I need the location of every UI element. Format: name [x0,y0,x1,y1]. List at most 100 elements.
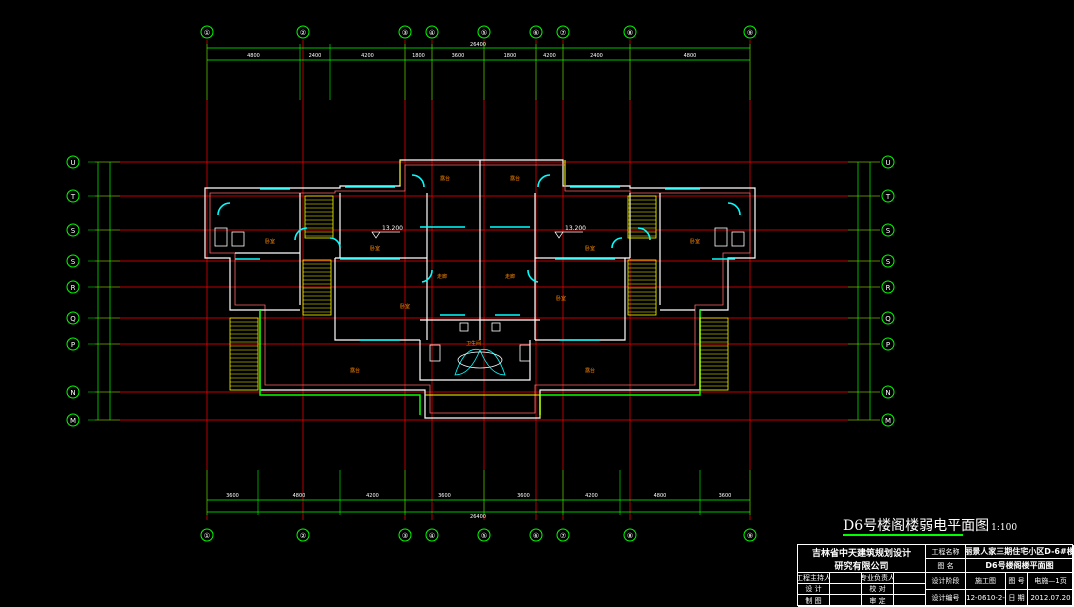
tb-r1-c2 [830,573,862,584]
doors-windows [217,174,741,341]
axis-bubble-label: ⑨ [747,532,753,540]
date-value: 2012.07.20 [1028,590,1074,607]
axis-bubble [881,385,895,399]
sheet-value: 电施—1页 [1028,573,1074,590]
sheet-label: 图 号 [1006,573,1028,590]
axis-bubble [529,528,543,542]
dim-total: 26400 [470,514,486,520]
dim-value: 4200 [585,493,598,499]
axis-bubble-label: ③ [402,29,408,37]
axis-bubble-label: ⑧ [627,532,633,540]
level-value: 13.200 [565,225,586,232]
axis-bubble-label: ④ [429,532,435,540]
dim-value: 3600 [226,493,239,499]
stair-block [627,195,657,239]
axis-bubble-label: Q [885,315,891,323]
drawing-scale: 1:100 [991,523,1018,533]
axis-bubble [743,528,757,542]
drawing-name: D6号楼阁楼平面图 [966,559,1074,573]
axis-bubble-label: R [71,284,76,292]
axis-bubble-label: N [70,389,75,397]
axis-bubble [66,385,80,399]
level-symbol [554,231,583,239]
tb-r2-c2 [830,584,862,595]
axis-bubble-label: U [885,159,890,167]
axis-bubble [556,528,570,542]
dim-value: 3600 [517,493,530,499]
axis-bubble [881,223,895,237]
axis-bubble [66,311,80,325]
axis-bubble-label: ⑧ [627,29,633,37]
level-symbol [371,231,400,239]
axis-bubble-label: ② [300,29,306,37]
tb-r2-c3: 校 对 [862,584,894,595]
axis-bubble [881,280,895,294]
axis-bubble-label: U [70,159,75,167]
dim-value: 2400 [309,53,322,59]
svg-text:走廊: 走廊 [437,273,447,280]
axis-bubble [556,25,570,39]
tb-r2-c4 [894,584,926,595]
svg-text:露台: 露台 [585,367,595,374]
axis-bubble-label: P [886,341,890,349]
svg-text:卧室: 卧室 [585,245,595,252]
dim-value: 4800 [654,493,667,499]
company-line-1: 吉林省中天建筑规划设计 [811,548,911,559]
axis-bubble [881,155,895,169]
dim-value: 4800 [293,493,306,499]
axis-bubble [881,337,895,351]
axis-bubble-label: T [70,193,76,201]
axis-bubble [66,337,80,351]
drawing-label: 图 名 [926,559,966,573]
tb-r3-c2 [830,595,862,607]
project-label: 工程名称 [926,545,966,559]
axis-bubble [296,528,310,542]
number-value: 2012-0610-2-06 [966,590,1006,607]
tb-r1-c1: 工程主持人 [798,573,830,584]
axis-bubble-label: ⑤ [481,532,487,540]
bathroom-fixtures [214,227,745,376]
title-block: 吉林省中天建筑规划设计 研究有限公司 工程名称 丽景人家三期住宅小区D-6#楼 … [797,544,1074,607]
axis-bubble [881,254,895,268]
stair-block [304,195,334,239]
axis-bubble [529,25,543,39]
dim-value: 4800 [684,53,697,59]
axis-bubble-label: ⑦ [560,532,566,540]
company-name: 吉林省中天建筑规划设计 研究有限公司 [798,545,926,573]
axis-bubble-label: ③ [402,532,408,540]
svg-text:卧室: 卧室 [265,238,275,245]
axis-bubble [623,528,637,542]
axis-bubble-label: Q [70,315,76,323]
svg-text:卧室: 卧室 [370,245,380,252]
axis-bubble [398,528,412,542]
svg-text:走廊: 走廊 [505,273,515,280]
dim-total: 26400 [470,42,486,48]
dim-value: 4200 [361,53,374,59]
svg-text:卧室: 卧室 [556,295,566,302]
axis-bubble [425,528,439,542]
title-underline [843,534,963,536]
axis-bubble [66,189,80,203]
date-label: 日 期 [1006,590,1028,607]
axis-bubble-label: ① [204,29,210,37]
axis-bubble-label: S [71,227,76,235]
room-labels: 卧室卧室露台 露台卧室卧室 卧室卧室走廊 走廊露台露台 卫生间 [265,175,700,374]
axis-bubble [623,25,637,39]
stair-block [627,259,657,316]
tb-r2-c1: 设 计 [798,584,830,595]
axis-bubble [66,254,80,268]
svg-text:露台: 露台 [350,367,360,374]
axis-bubble-label: ② [300,532,306,540]
svg-text:卫生间: 卫生间 [466,340,481,347]
axis-bubble [66,280,80,294]
axis-bubble-label: S [886,227,891,235]
tb-r3-c3: 审 定 [862,595,894,607]
number-label: 设计编号 [926,590,966,607]
dim-value: 4200 [366,493,379,499]
dim-value: 3600 [438,493,451,499]
stage-label: 设计阶段 [926,573,966,590]
axis-bubble [881,311,895,325]
